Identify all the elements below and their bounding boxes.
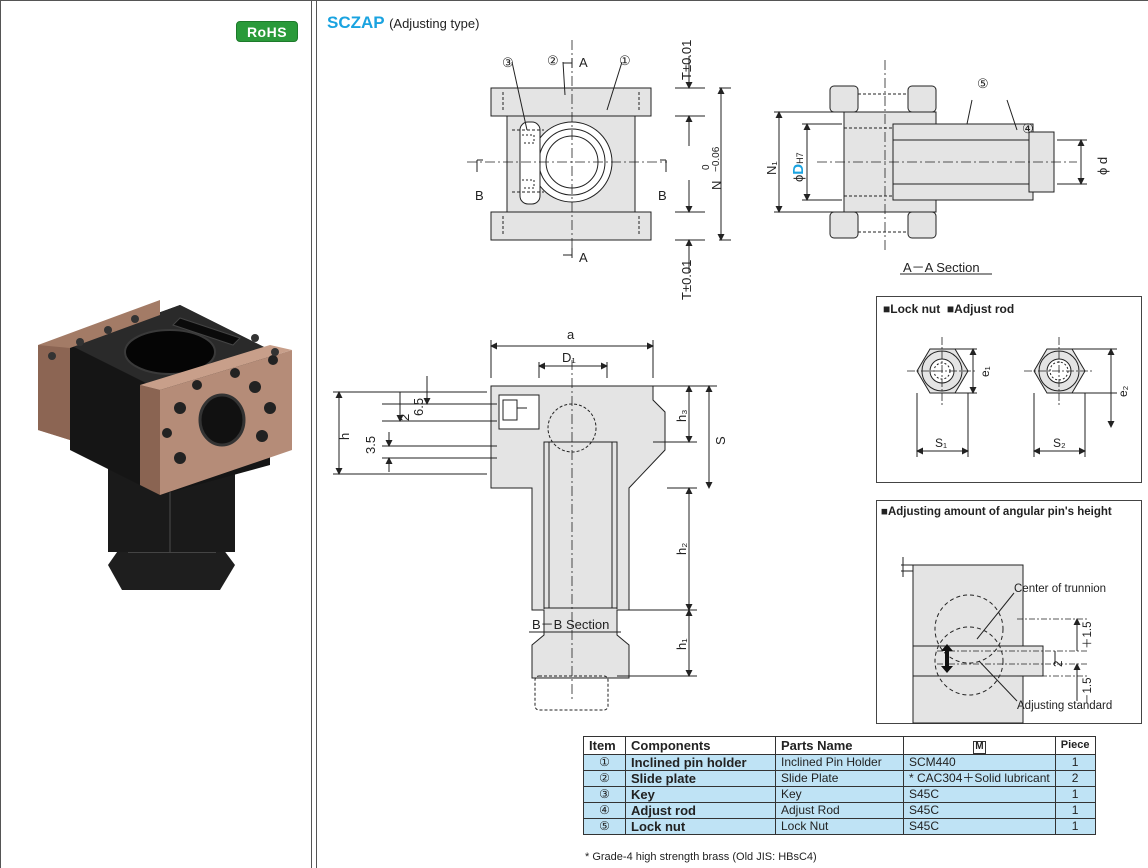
cell-parts-name: Key <box>775 786 904 803</box>
cell-material: S45C <box>903 802 1056 819</box>
front-view <box>467 40 731 272</box>
col-item: Item <box>583 736 626 755</box>
section-mark-b-right: B <box>658 188 667 203</box>
dim-n1: N₁ <box>764 161 779 175</box>
dim-s1: S₁ <box>935 436 947 450</box>
cell-material: S45C <box>903 818 1056 835</box>
cell-piece: 2 <box>1054 770 1096 787</box>
col-components: Components <box>625 736 776 755</box>
cell-component: Lock nut <box>625 818 776 835</box>
product-subtitle: (Adjusting type) <box>389 16 480 31</box>
cell-parts-name: Adjust Rod <box>775 802 904 819</box>
dim-3-5: 3.5 <box>363 436 378 454</box>
technical-drawing: ③ ② ① A A B B T±0.01 T±0.01 N 0 −0.06 ⑤ … <box>333 40 1110 711</box>
cell-parts-name: Lock Nut <box>775 818 904 835</box>
label-adjusting-standard: Adjusting standard <box>1017 700 1112 712</box>
col-piece: Piece <box>1054 736 1096 755</box>
cell-material: SCM440 <box>903 754 1056 771</box>
dim-dh7: ϕDH7 <box>790 152 807 182</box>
cell-piece: 1 <box>1054 818 1096 835</box>
dim-t-top: T±0.01 <box>679 40 694 80</box>
product-code: SCZAP <box>327 13 385 32</box>
product-photo <box>38 300 292 590</box>
adjusting-amount-title: ■Adjusting amount of angular pin's heigh… <box>881 506 1112 518</box>
col-material: M <box>903 736 1056 755</box>
cell-parts-name: Slide Plate <box>775 770 904 787</box>
lock-nut-adjust-rod-box: ■Lock nut ■Adjust rod <box>876 296 1142 483</box>
dim-a: a <box>567 327 575 342</box>
callout-3: ③ <box>502 55 514 70</box>
page-title: SCZAP (Adjusting type) <box>327 13 479 33</box>
dim-n: N <box>709 181 724 190</box>
dim-2: 2 <box>397 414 412 421</box>
column-divider <box>316 0 317 868</box>
cell-item: ④ <box>583 802 626 819</box>
section-mark-b-left: B <box>475 188 484 203</box>
dim-s: S <box>713 436 728 445</box>
label-minus-1-5: －1.5 <box>1082 678 1094 706</box>
table-row: ② Slide plate Slide Plate * CAC304＋Solid… <box>583 770 1096 787</box>
left-column <box>0 0 312 868</box>
table-row: ⑤ Lock nut Lock Nut S45C 1 <box>583 818 1096 835</box>
cell-item: ⑤ <box>583 818 626 835</box>
cell-material: * CAC304＋Solid lubricant <box>903 770 1056 787</box>
dim-h2: h₂ <box>674 543 689 555</box>
dim-h: h <box>337 433 352 440</box>
adjusting-diagram: Center of trunnion Adjusting standard ＋1… <box>901 557 1112 724</box>
cell-piece: 1 <box>1054 754 1096 771</box>
cell-component: Key <box>625 786 776 803</box>
hex-views: e₁ S₁ e₂ S₂ <box>907 337 1130 457</box>
dim-phi-d: ϕ d <box>1095 157 1110 175</box>
cell-component: Adjust rod <box>625 802 776 819</box>
dim-h3: h₃ <box>674 409 689 422</box>
dim-e2: e₂ <box>1116 385 1130 397</box>
label-center-of-trunnion: Center of trunnion <box>1014 583 1106 595</box>
label-plus-1-5: ＋1.5 <box>1082 622 1094 650</box>
section-mark-a-top: A <box>579 55 588 70</box>
dim-n-tol-upper: 0 <box>701 164 712 170</box>
cell-parts-name: Inclined Pin Holder <box>775 754 904 771</box>
table-row: ④ Adjust rod Adjust Rod S45C 1 <box>583 802 1096 819</box>
cell-item: ③ <box>583 786 626 803</box>
cell-component: Slide plate <box>625 770 776 787</box>
section-bb <box>333 340 717 711</box>
dim-s2: S₂ <box>1053 436 1066 450</box>
footnote: * Grade-4 high strength brass (Old JIS: … <box>585 851 817 863</box>
col-parts-name: Parts Name <box>775 736 904 755</box>
caption-b-b-section: B－B Section <box>532 617 609 632</box>
callout-4: ④ <box>1022 121 1034 136</box>
cell-item: ② <box>583 770 626 787</box>
dim-d1: D₁ <box>562 350 576 365</box>
dim-6-5: 6.5 <box>411 398 426 416</box>
callout-1: ① <box>619 53 631 68</box>
dim-e1: e₁ <box>978 366 992 377</box>
adjusting-amount-box: ■Adjusting amount of angular pin's heigh… <box>876 500 1142 724</box>
side-view <box>774 60 1087 275</box>
cell-piece: 1 <box>1054 802 1096 819</box>
table-row: ① Inclined pin holder Inclined Pin Holde… <box>583 754 1096 771</box>
table-header-row: Item Components Parts Name M Piece <box>583 736 1096 755</box>
material-icon: M <box>972 741 986 754</box>
cell-item: ① <box>583 754 626 771</box>
label-2: 2 <box>1053 661 1065 667</box>
dim-n-tol-lower: −0.06 <box>711 146 722 172</box>
table-row: ③ Key Key S45C 1 <box>583 786 1096 803</box>
lock-nut-title: ■Lock nut <box>883 302 941 316</box>
dim-h1: h₁ <box>674 638 689 650</box>
cell-material: S45C <box>903 786 1056 803</box>
caption-a-a-section: A－A Section <box>903 260 980 275</box>
parts-table: Item Components Parts Name M Piece ① Inc… <box>583 736 1096 835</box>
cell-piece: 1 <box>1054 786 1096 803</box>
rohs-badge: RoHS <box>236 21 298 42</box>
section-mark-a-bottom: A <box>579 250 588 265</box>
callout-2: ② <box>547 53 559 68</box>
cell-component: Inclined pin holder <box>625 754 776 771</box>
adjust-rod-title: ■Adjust rod <box>946 302 1015 316</box>
callout-5: ⑤ <box>977 76 989 91</box>
dim-t-bottom: T±0.01 <box>679 260 694 300</box>
